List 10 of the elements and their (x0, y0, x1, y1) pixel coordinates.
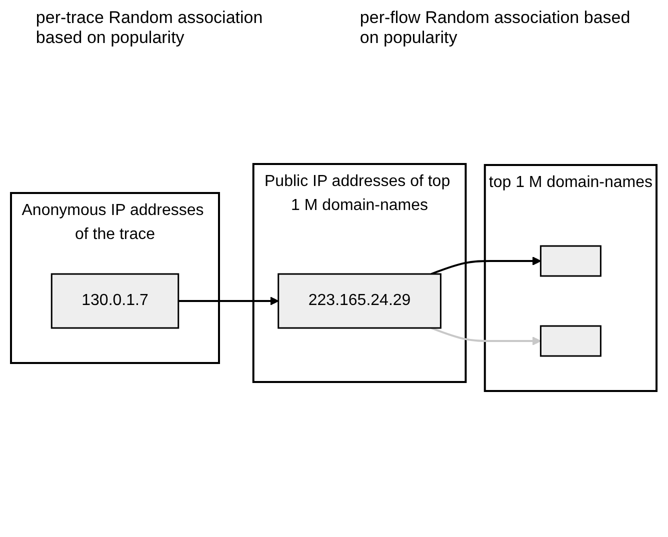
cluster: top 1 M domain-names (484, 164, 658, 392)
annotation-text: per-trace Random association based on popularity (36, 8, 264, 48)
arrow (431, 326, 542, 345)
annotation-text: per-flow Random association based on popularity (360, 8, 632, 48)
arrow (431, 256, 542, 274)
node-box (540, 244, 602, 276)
node-box: 130.0.1.7 (51, 272, 180, 328)
node-box: 223.165.24.29 (278, 272, 442, 328)
node-box (540, 324, 602, 356)
arrow (178, 296, 279, 305)
